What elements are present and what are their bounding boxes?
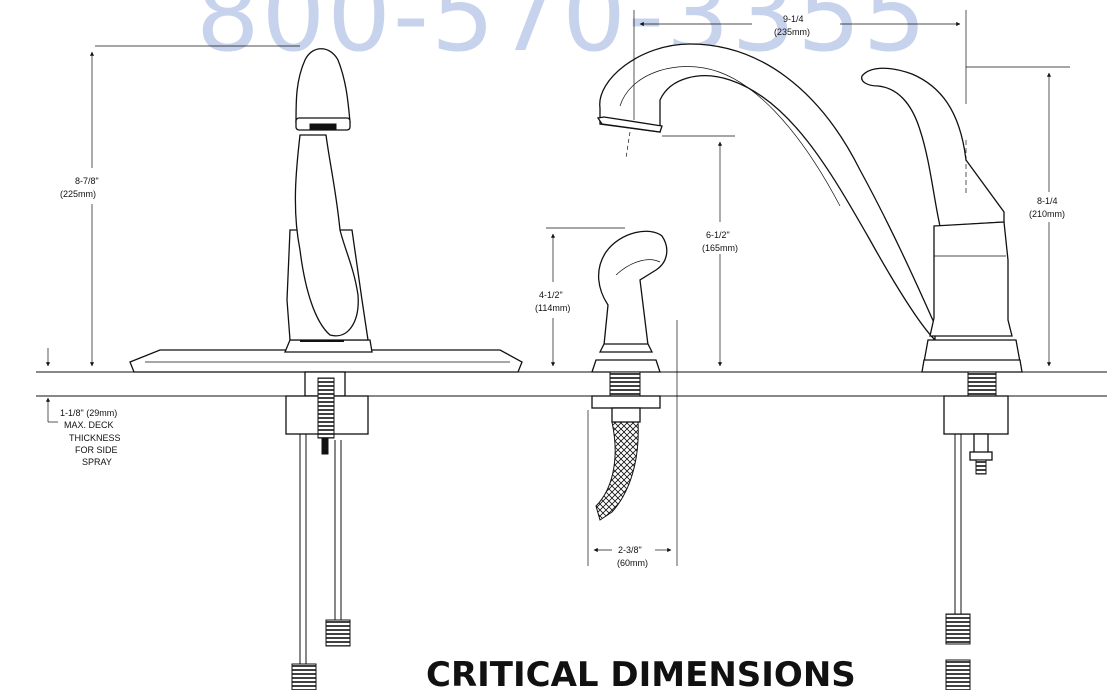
deck-thickness-line-3: THICKNESS xyxy=(69,433,121,443)
dimension-spray-width-metric: (60mm) xyxy=(617,558,648,568)
dimension-handle-height-metric: (210mm) xyxy=(1029,209,1065,219)
deck-thickness-line-5: SPRAY xyxy=(82,457,112,467)
right-tube-fitting-1 xyxy=(945,613,971,645)
dimension-spray-height-metric: (114mm) xyxy=(535,303,570,313)
dimension-spout-reach-metric: (235mm) xyxy=(774,27,810,37)
dimension-handle-height-label: 8-1/4 xyxy=(1037,196,1058,206)
side-spray xyxy=(591,230,668,521)
spray-hose xyxy=(595,421,639,521)
dimension-spout-clearance-metric: (165mm) xyxy=(702,243,738,253)
dimension-spray-height: 4-1/2" (114mm) xyxy=(535,227,625,367)
dimension-left-height-label: 8-7/8" xyxy=(75,176,99,186)
dimension-spray-width-label: 2-3/8" xyxy=(618,545,642,555)
right-connector-thread xyxy=(975,459,987,475)
dimension-spout-reach-label: 9-1/4 xyxy=(783,14,804,24)
dimension-spray-height-label: 4-1/2" xyxy=(539,290,563,300)
dimension-spout-reach: 9-1/4 (235mm) xyxy=(633,10,967,120)
dimension-spray-width: 2-3/8" (60mm) xyxy=(587,320,678,568)
dimension-deck-thickness: 1-1/8" (29mm) MAX. DECK THICKNESS FOR SI… xyxy=(45,397,121,467)
deck-thickness-line-4: FOR SIDE xyxy=(75,445,118,455)
spout xyxy=(599,43,936,342)
deck-thickness-line-2: MAX. DECK xyxy=(64,420,114,430)
left-tube-fitting-2 xyxy=(291,663,317,690)
deck-thickness-line-1: 1-1/8" (29mm) xyxy=(60,408,117,418)
dimension-left-height-metric: (225mm) xyxy=(60,189,96,199)
right-shank-thread xyxy=(967,371,997,397)
right-tube-fitting-2 xyxy=(945,659,971,690)
deck-plate xyxy=(129,349,523,373)
dimension-spout-clearance: 6-1/2" (165mm) xyxy=(662,135,738,367)
left-faucet-side-view: MOEN xyxy=(129,48,523,690)
diagram-title: CRITICAL DIMENSIONS xyxy=(426,655,856,690)
dimension-spout-clearance-label: 6-1/2" xyxy=(706,230,730,240)
dimension-left-height: 8-7/8" (225mm) xyxy=(45,45,300,367)
dimension-handle-height: 8-1/4 (210mm) xyxy=(966,66,1070,367)
left-tube-fitting-1 xyxy=(325,619,351,647)
right-faucet-front-view xyxy=(596,43,1023,690)
handle xyxy=(861,67,1005,227)
left-shank-thread xyxy=(317,377,335,439)
spray-shank-thread xyxy=(609,371,641,397)
